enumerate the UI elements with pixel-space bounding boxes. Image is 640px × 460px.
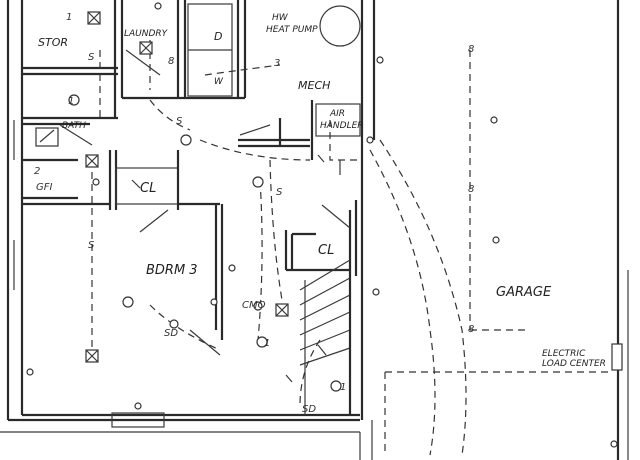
room-label-stor: STOR — [38, 36, 68, 49]
junction-box-icon — [35, 127, 59, 147]
fixture-8-label: 8 — [468, 184, 474, 195]
room-label-garage: GARAGE — [496, 285, 552, 300]
receptacle-icon — [92, 178, 100, 186]
junction-box-icon — [139, 41, 153, 55]
receptacle-icon — [366, 136, 374, 144]
circuit-number-label: 2 — [34, 166, 40, 177]
circuit-number-label: 1 — [66, 12, 72, 23]
sd-label: SD — [164, 328, 178, 339]
light-fixture-icon — [256, 336, 268, 348]
washer-label: W — [214, 77, 224, 87]
light-fixture-icon — [180, 134, 192, 146]
air-handler-label-line1: AIR — [329, 109, 345, 119]
door-swings — [59, 49, 351, 356]
junction-boxes — [35, 11, 289, 363]
room-labels: STOR LAUNDRY BATH CL CL BDRM 3 MECH GARA… — [38, 29, 552, 300]
switch-label: S — [276, 187, 283, 198]
light-fixtures — [68, 94, 342, 392]
cmo-label: CMO — [242, 300, 266, 311]
load-center-panel — [611, 343, 623, 371]
room-label-closet-left: CL — [140, 181, 156, 196]
receptacle-icon — [228, 264, 236, 272]
receptacle-icon — [154, 2, 162, 10]
junction-box-icon — [87, 11, 101, 25]
light-fixture-icon — [68, 94, 80, 106]
receptacle-icon — [210, 298, 218, 306]
receptacle-icon — [492, 236, 500, 244]
room-label-bedroom: BDRM 3 — [146, 263, 198, 278]
junction-box-icon — [275, 303, 289, 317]
hw-label-line2: HEAT PUMP — [266, 25, 318, 35]
circuit-lines — [91, 40, 612, 456]
fixture-8-label: 8 — [468, 324, 474, 335]
light-fixture-icon — [330, 380, 342, 392]
water-heater-circle — [319, 5, 361, 47]
light-fixture-icon — [122, 296, 134, 308]
circuit-number-label: 1 — [264, 338, 270, 349]
circuit-number-label: 1 — [68, 96, 74, 107]
room-label-bath: BATH — [62, 121, 86, 131]
receptacle-icon — [372, 288, 380, 296]
receptacle-icon — [134, 402, 142, 410]
symbol-labels: 1 1 2 1 1 8 8 8 8 3 S S S S GFI CMO SD S… — [34, 12, 474, 415]
switch-ticks — [131, 154, 341, 383]
fixture-8-label: 8 — [168, 56, 174, 67]
sd-label: SD — [302, 404, 316, 415]
room-label-mech: MECH — [298, 79, 330, 92]
receptacle-icon — [376, 56, 384, 64]
switch-label: S — [176, 116, 183, 127]
receptacle-icon — [490, 116, 498, 124]
air-handler-label-line2: HANDLER — [320, 121, 364, 131]
load-center-label-line1: ELECTRIC — [542, 349, 586, 359]
switch-label: S — [88, 52, 95, 63]
gfi-label: GFI — [36, 182, 53, 193]
room-label-closet-right: CL — [318, 243, 334, 258]
junction-box-icon — [85, 349, 99, 363]
receptacle-icon — [610, 440, 618, 448]
equipment-labels: HW HEAT PUMP AIR HANDLER ELECTRIC LOAD C… — [266, 13, 623, 371]
receptacle-icon — [26, 368, 34, 376]
hw-label-line1: HW — [272, 13, 289, 23]
light-fixture-icon — [252, 176, 264, 188]
circuit-number-label: 1 — [340, 382, 346, 393]
switch-label: S — [88, 240, 95, 251]
room-label-laundry: LAUNDRY — [124, 29, 169, 39]
stairs — [299, 259, 352, 415]
smoke-detector-icon — [169, 319, 179, 329]
fixture-3-label: 3 — [274, 58, 280, 69]
fixture-8-label: 8 — [468, 44, 474, 55]
load-center-label-line2: LOAD CENTER — [542, 359, 606, 369]
dryer-label: D — [214, 30, 222, 43]
cmo-detector-icon — [253, 301, 263, 311]
junction-box-icon — [85, 154, 99, 168]
receptacles — [26, 2, 618, 448]
